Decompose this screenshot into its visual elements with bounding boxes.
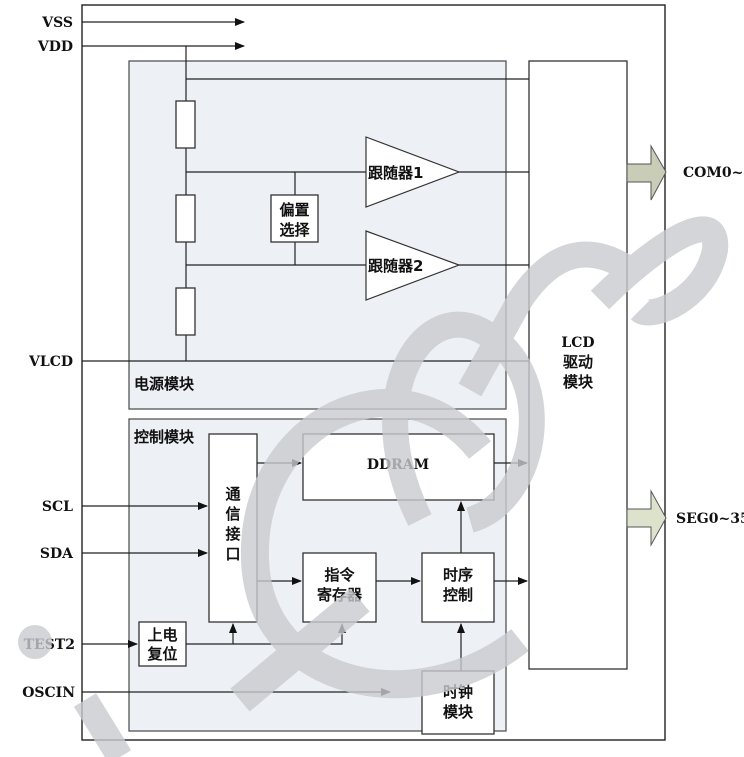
timing-control-line1: 时序 xyxy=(443,566,473,584)
seg-output-arrow xyxy=(626,489,667,547)
control-module-title: 控制模块 xyxy=(134,428,195,446)
vlcd-label: VLCD xyxy=(28,354,73,370)
com-output-label: COM0~3 xyxy=(683,165,744,181)
vdd-label: VDD xyxy=(37,39,73,55)
clock-module-line2: 模块 xyxy=(443,703,474,721)
comm-char-4: 口 xyxy=(225,545,240,563)
watermark-stroke-e xyxy=(590,216,729,326)
follower-2-triangle xyxy=(365,230,461,301)
bias-select-box xyxy=(270,194,319,243)
resistor-3 xyxy=(175,287,196,336)
bias-select-line2: 选择 xyxy=(279,221,310,239)
scl-label: SCL xyxy=(42,499,73,515)
lcd-driver-line3: 模块 xyxy=(563,373,594,391)
watermark xyxy=(18,216,729,757)
resistor-2 xyxy=(175,194,196,243)
power-module-title: 电源模块 xyxy=(134,375,195,393)
bias-select-line1: 偏置 xyxy=(279,201,309,219)
watermark-stroke-i xyxy=(73,693,132,757)
power-on-reset-line1: 上电 xyxy=(147,626,177,644)
power-on-reset-line2: 复位 xyxy=(146,645,177,663)
watermark-stroke-o xyxy=(382,311,545,533)
follower-1-triangle xyxy=(365,136,461,208)
com-output-arrow xyxy=(626,144,667,201)
vss-label: VSS xyxy=(41,15,73,31)
watermark-dot xyxy=(18,625,52,659)
resistor-1 xyxy=(175,100,196,149)
lcd-driver-module xyxy=(528,60,628,670)
lcd-driver-line1: LCD xyxy=(561,335,594,351)
comm-char-1: 通 xyxy=(225,485,240,503)
oscin-label: OSCIN xyxy=(22,685,75,701)
watermark-stroke-r xyxy=(458,241,638,397)
instruction-register-line1: 指令 xyxy=(324,566,355,584)
seg-output-label: SEG0~35 xyxy=(676,511,744,527)
timing-control-box xyxy=(421,552,495,623)
follower-2-label: 跟随器2 xyxy=(368,257,423,275)
sda-label: SDA xyxy=(40,546,74,562)
lcd-driver-line2: 驱动 xyxy=(563,353,593,371)
comm-char-2: 信 xyxy=(225,505,240,523)
follower-1-label: 跟随器1 xyxy=(368,164,423,182)
timing-control-line2: 控制 xyxy=(443,586,473,604)
power-on-reset-box xyxy=(138,621,187,667)
comm-char-3: 接 xyxy=(225,525,240,543)
